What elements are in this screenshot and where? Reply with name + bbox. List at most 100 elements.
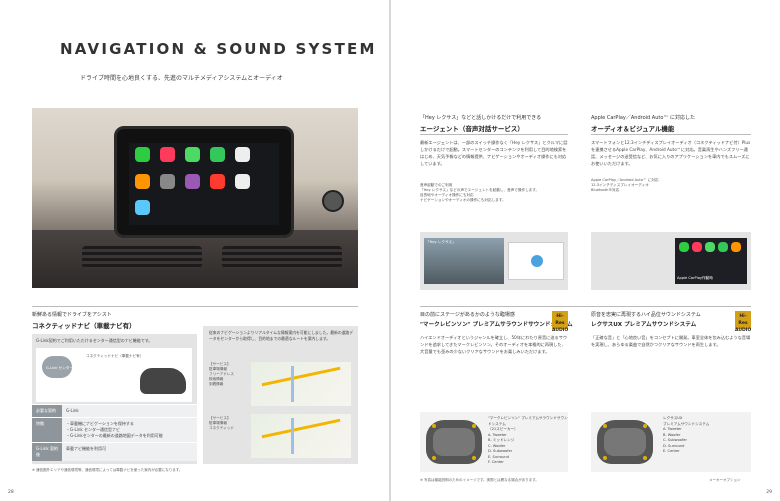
lexus-app-icon	[160, 173, 175, 189]
lexus-title: レクサスUX プレミアムサウンドシステム	[591, 322, 697, 328]
note: 音声起動でのご利用	[420, 183, 453, 187]
carplay-head: Apple CarPlay／Android Auto™ に対応した	[591, 115, 695, 121]
legend-item: E. Surround	[488, 454, 509, 459]
music-app-icon	[692, 242, 702, 252]
calendar-app-icon	[235, 147, 250, 162]
center-label: G-Link センター	[46, 366, 73, 370]
legend-item: E. Center	[663, 449, 680, 453]
carplay-caption: Apple CarPlay作動時	[677, 276, 713, 280]
table-cell: G-Link	[62, 404, 197, 418]
mark-head: 目の前にステージがあるかのような臨場感	[420, 312, 515, 318]
map-screenshot-1	[251, 362, 351, 406]
mark-legend: "マークレビンソン" プレミアムサラウンドサウンドシステム （21スピーカー） …	[488, 416, 568, 466]
map-screenshot-2	[251, 414, 351, 458]
speaker-icon	[472, 424, 476, 428]
nav-diagram: G-Link センター コネクティッドナビ（車載ナビ有）	[36, 348, 192, 402]
legend-item: D. Subwoofer	[488, 449, 513, 453]
nav-section-title: コネクティッドナビ（車載ナビ有）	[32, 322, 136, 330]
legend-title: "マークレビンソン" プレミアムサラウンドサウンドシステム	[488, 416, 568, 426]
speaker-icon	[643, 424, 647, 428]
page-number-left: 28	[8, 490, 14, 495]
legend-title: レクサスUX	[663, 416, 683, 420]
table-header: G-Link 契約後	[32, 442, 62, 461]
right-footnote: ※ 写真は機能説明のためのイメージです。実際とは異なる場合があります。	[420, 478, 539, 482]
legend-sub: （21スピーカー）	[488, 427, 518, 431]
legend-sub: プレミアムサウンドシステム	[663, 421, 710, 426]
nav-description: 従来のナビゲーションよりリアルタイムな情報案内を可能にしました。最新の道路データ…	[209, 330, 354, 341]
infotainment-screen	[114, 126, 294, 238]
maps-app-icon	[185, 147, 200, 162]
agent-caption: 「Hey レクサス」	[426, 240, 456, 244]
carplay-home-screen	[129, 143, 279, 225]
table-row: 特徴 ・車載機にナビゲーションを保持する ・G-Link センター通信型ナビ ・…	[32, 417, 197, 443]
microphone-icon	[531, 255, 543, 267]
legend-item: A. Tweeter	[663, 427, 682, 431]
option-label: メーカーオプション	[709, 478, 741, 482]
hires-audio-badge: Hi-Res AUDIO	[735, 311, 751, 333]
nav-spec-box: G-Link契約でご利用いただけるセンター通信型のナビ機能です。 G-Link …	[32, 334, 197, 464]
agent-screen	[508, 242, 564, 280]
table-cell: 車載ナビ機能を利用可	[62, 442, 197, 461]
left-footnote: ※ 通信圏外エリアや通信環境等、通信環境によっては車載ナビを使った案内が必要にな…	[32, 468, 183, 472]
panel-item: 駐車場情報	[209, 421, 227, 425]
carplay-title: オーディオ＆ビジュアル機能	[591, 125, 675, 133]
legend-item: A. Tweeter	[488, 432, 507, 437]
agent-body: 最新エージェントは、一部のスイッチ操作なく「Hey レクサス」とクルマに話しかけ…	[420, 140, 568, 166]
lexus-head: 原音を忠実に再現するハイ品位サウンドシステム	[591, 312, 701, 318]
dashboard-photo	[32, 108, 358, 288]
panel-item: 到着情報	[209, 382, 224, 386]
list-item: 12.3インチディスプレイオーディオ	[591, 183, 649, 187]
messages-app-icon	[718, 242, 728, 252]
nav-section-head: 新鮮ある情報でドライブをアシスト	[32, 312, 112, 318]
carplay-screen	[675, 238, 747, 284]
page-gutter	[389, 0, 391, 501]
settings-app-icon	[135, 200, 150, 216]
panel-title: 【サービス】	[209, 362, 231, 366]
service-panel-1: 【サービス】 駐車場情報 フリーアドレス 検索情報 到着情報	[209, 362, 249, 387]
audio-app-icon	[235, 173, 250, 189]
note: 目的地やオーディオ操作にも対応	[420, 193, 474, 197]
service-panel-2: 【サービス】 駐車場情報 コネクティッド	[209, 416, 249, 431]
news-app-icon	[210, 173, 225, 189]
cloud-icon	[42, 356, 72, 378]
list-item: Bluetooth®対応	[591, 188, 620, 192]
lexus-speaker-diagram: レクサスUX プレミアムサウンドシステム A. Tweeter B. Woofe…	[591, 412, 751, 472]
table-cell: ・車載機にナビゲーションを保持する ・G-Link センター通信型ナビ ・G-L…	[62, 417, 197, 443]
agent-title: エージェント（音声対話サービス）	[420, 125, 524, 133]
music-app-icon	[160, 147, 175, 162]
legend-item: B. Woofer	[663, 432, 681, 437]
table-header: 必要な契約	[32, 404, 62, 418]
panel-item: コネクティッド	[209, 426, 234, 430]
audiobooks-app-icon	[135, 173, 150, 189]
speaker-icon	[603, 424, 607, 428]
section-divider	[32, 306, 358, 307]
phone-app-icon	[135, 147, 150, 162]
mark-body: ハイエンドオーディオというジャンルを確立し、50年にわたり原音に迫るサウンドを追…	[420, 335, 568, 354]
table-row: 必要な契約 G-Link	[32, 404, 197, 418]
nav-feature-box: 従来のナビゲーションよりリアルタイムな情報案内を可能にしました。最新の道路データ…	[203, 326, 358, 464]
legend-item: B. ミッドレンジ	[488, 438, 515, 442]
messages-app-icon	[210, 147, 225, 162]
legend-item: C. Subwoofer	[663, 438, 687, 442]
list-item: Apple CarPlay／Android Auto™ に対応	[591, 178, 659, 182]
speaker-icon	[603, 456, 607, 460]
agent-rule	[420, 134, 568, 135]
phone-app-icon	[679, 242, 689, 252]
note: ナビゲーションやオーディオの操作にも対応します。	[420, 198, 506, 202]
speaker-icon	[432, 456, 436, 460]
nav-spec-table: 必要な契約 G-Link 特徴 ・車載機にナビゲーションを保持する ・G-Lin…	[32, 404, 197, 461]
lexus-legend: レクサスUX プレミアムサウンドシステム A. Tweeter B. Woofe…	[663, 416, 709, 455]
air-vent-left	[82, 246, 202, 268]
panel-item: フリーアドレス	[209, 372, 235, 376]
carplay-image-box: Apple CarPlay作動時	[591, 232, 751, 290]
panel-title: 【サービス】	[209, 416, 231, 420]
speaker-icon	[472, 456, 476, 460]
nav-lead: G-Link契約でご利用いただけるセンター通信型のナビ機能です。	[36, 338, 153, 343]
audio-knob	[322, 190, 344, 212]
speaker-icon	[643, 456, 647, 460]
legend-item: F. Center	[488, 460, 504, 464]
panel-item: 検索情報	[209, 377, 224, 381]
panel-item: 駐車場情報	[209, 367, 227, 371]
carplay-list: Apple CarPlay／Android Auto™ に対応 12.3インチデ…	[591, 178, 751, 193]
